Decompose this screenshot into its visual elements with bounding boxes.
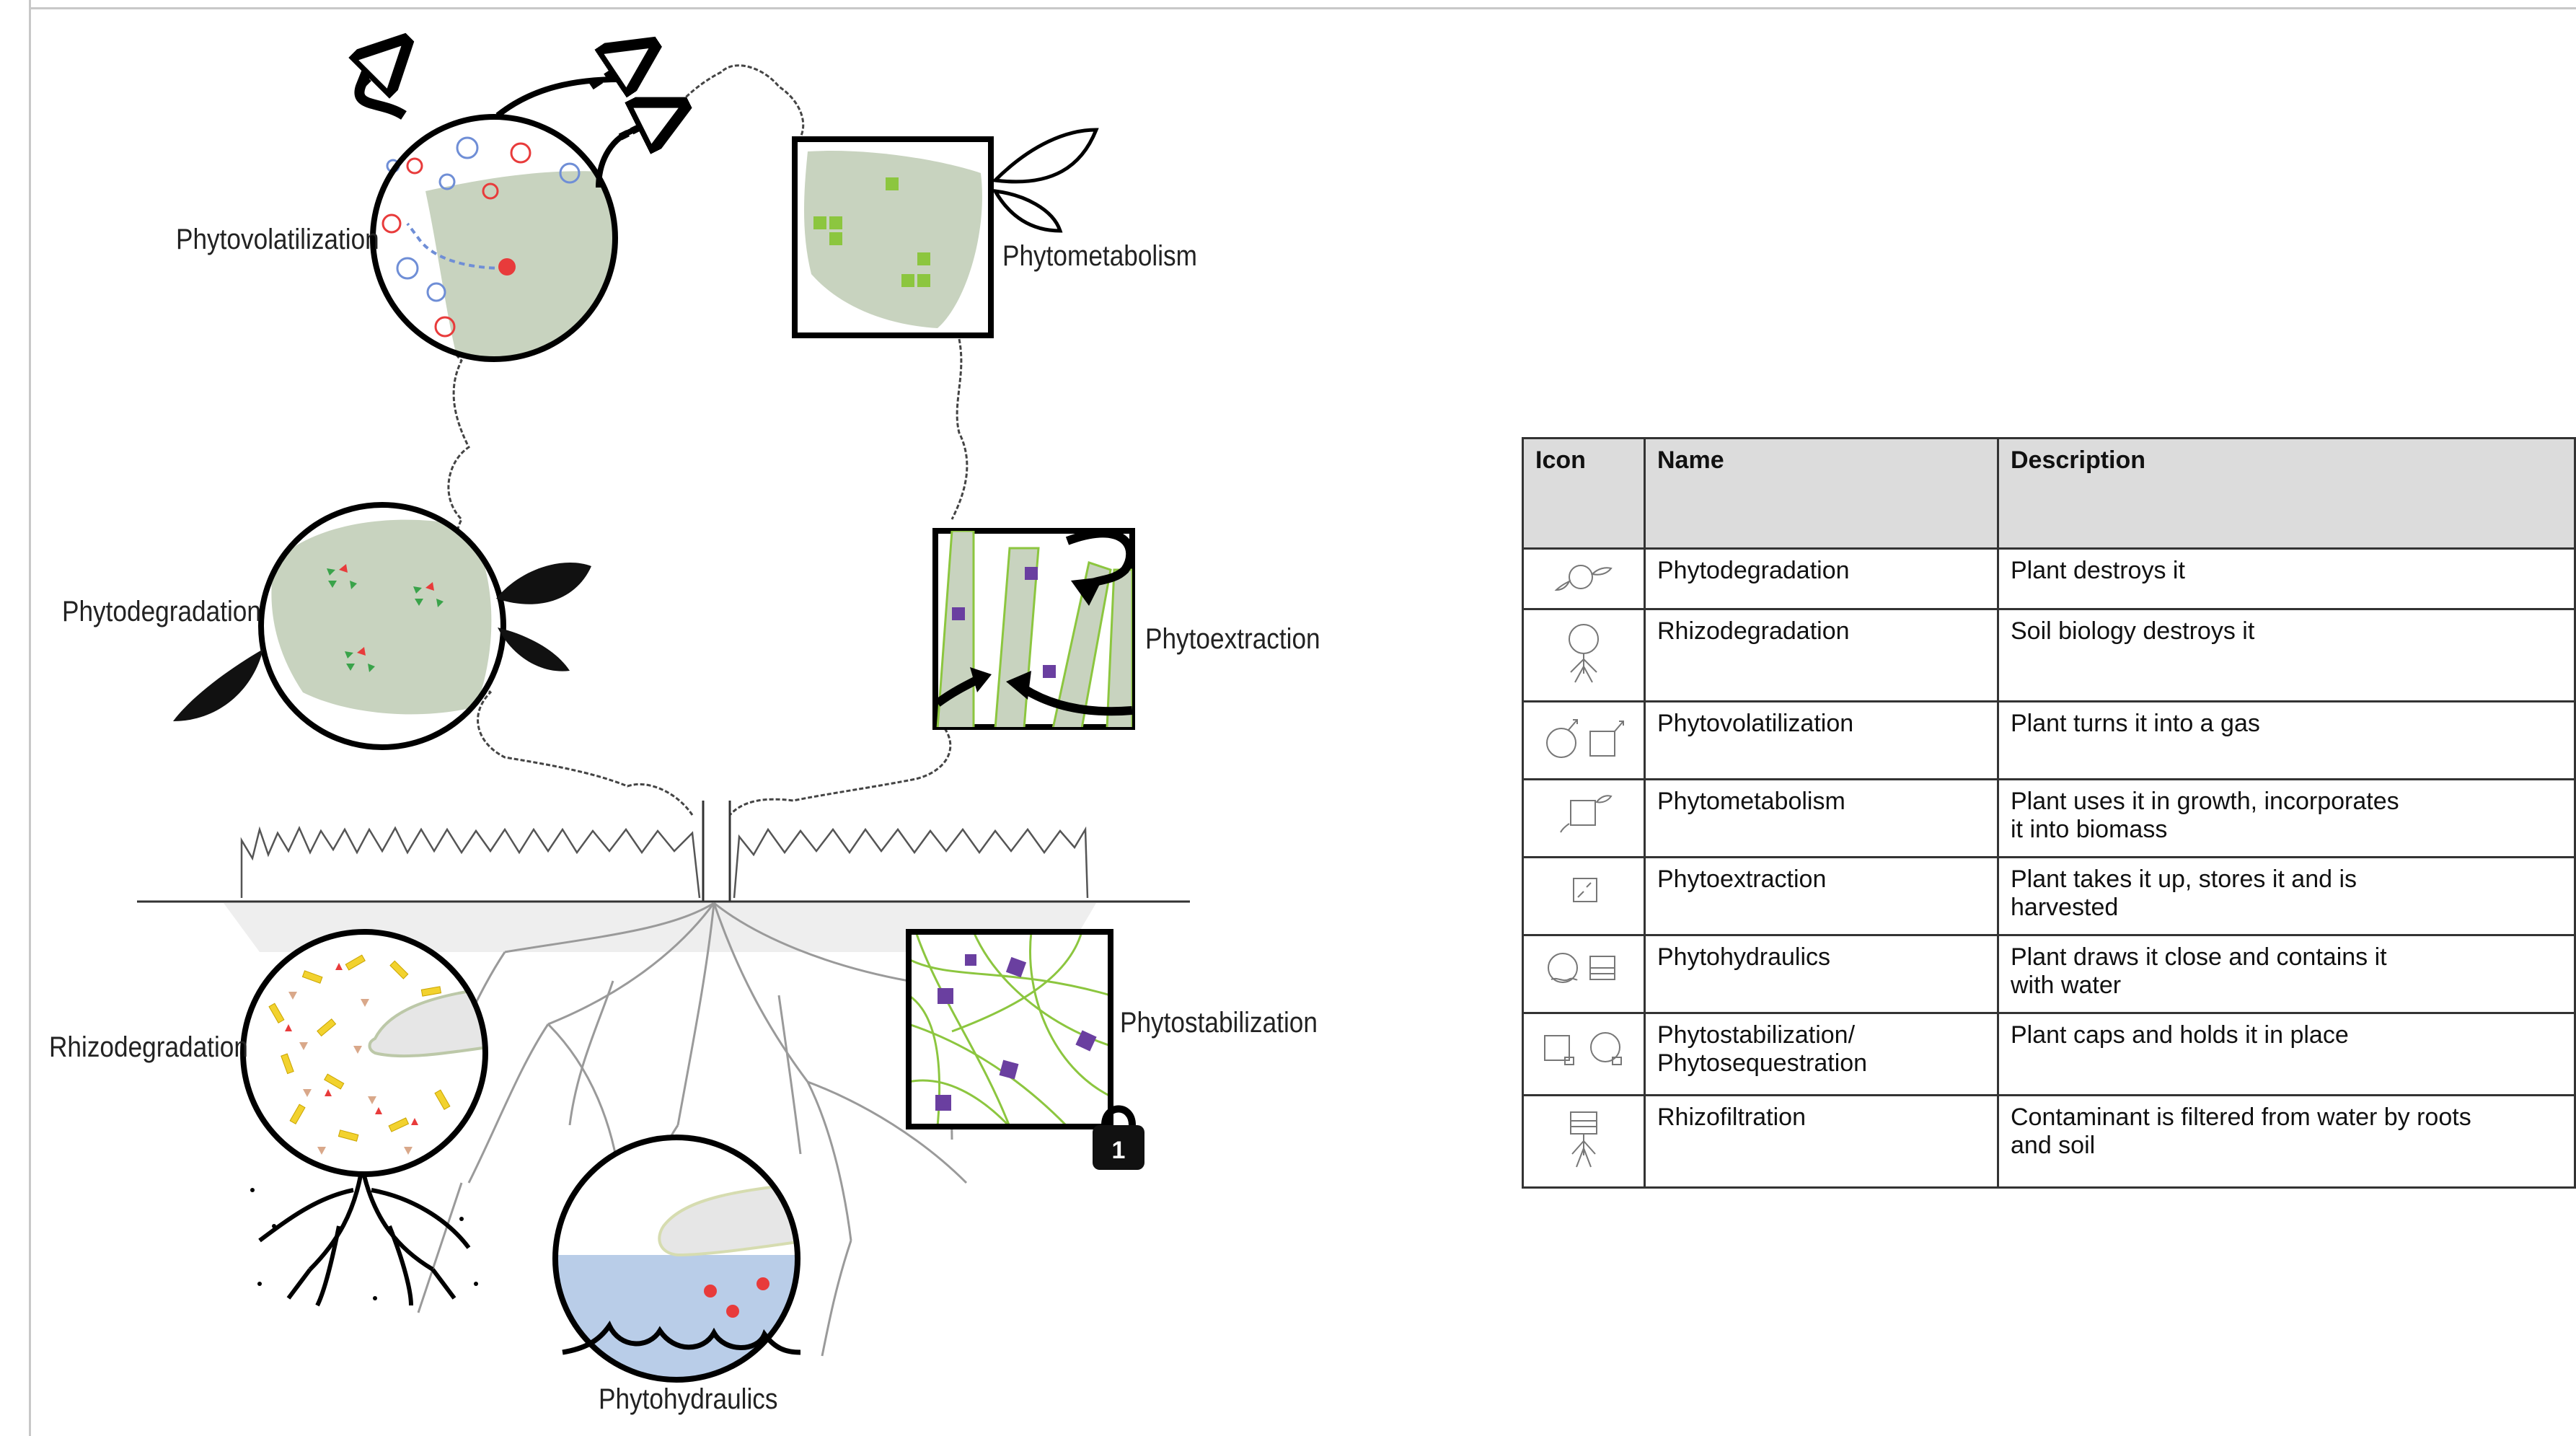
- process-description: Plant draws it close and contains it wit…: [2011, 943, 2387, 999]
- phytoremediation-diagram: 1: [137, 0, 1190, 1383]
- process-description: Plant caps and holds it in place: [2011, 1021, 2349, 1049]
- phytoextraction-illustration: [932, 528, 1135, 730]
- phytovolatilization-icon: [1546, 719, 1624, 758]
- phytohydraulics-illustration: [552, 1135, 801, 1383]
- top-border: [29, 7, 2576, 9]
- process-description: Plant takes it up, stores it and is harv…: [2011, 865, 2357, 921]
- phytoextraction-icon: [1573, 878, 1597, 902]
- table-row: Rhizofiltration Contaminant is filtered …: [1522, 1094, 2576, 1189]
- label-phytodegradation: Phytodegradation: [62, 596, 261, 627]
- phytometabolism-illustration: [792, 128, 1099, 338]
- label-phytovolatilization: Phytovolatilization: [176, 224, 379, 255]
- header-icon: Icon: [1522, 437, 1646, 550]
- rhizofiltration-icon: [1570, 1111, 1597, 1168]
- label-phytoextraction: Phytoextraction: [1145, 623, 1320, 655]
- phytometabolism-icon: [1560, 795, 1613, 833]
- rhizodegradation-illustration: [240, 929, 488, 1307]
- soil-shading: [224, 903, 1096, 952]
- process-name: Phytovolatilization: [1657, 710, 1854, 737]
- label-phytostabilization: Phytostabilization: [1120, 1007, 1318, 1039]
- process-name: Phytoextraction: [1657, 865, 1827, 893]
- process-name: Rhizodegradation: [1657, 617, 1850, 645]
- table-row: Phytohydraulics Plant draws it close and…: [1522, 934, 2576, 1014]
- process-description: Plant turns it into a gas: [2011, 710, 2260, 737]
- label-rhizodegradation: Rhizodegradation: [49, 1031, 248, 1063]
- svg-text:1: 1: [1112, 1137, 1126, 1164]
- tree-trunk: [702, 801, 731, 902]
- header-name: Name: [1644, 437, 1999, 550]
- phytodegradation-illustration: [173, 502, 591, 750]
- table-row: Phytometabolism Plant uses it in growth,…: [1522, 778, 2576, 858]
- process-description: Soil biology destroys it: [2011, 617, 2255, 645]
- table-row: Rhizodegradation Soil biology destroys i…: [1522, 608, 2576, 702]
- table-row: Phytostabilization/ Phytosequestration P…: [1522, 1012, 2576, 1096]
- process-name: Phytostabilization/ Phytosequestration: [1657, 1021, 1868, 1077]
- grass-right: [733, 826, 1089, 899]
- process-name: Phytodegradation: [1657, 557, 1850, 584]
- grass-left: [240, 825, 701, 899]
- phytohydraulics-icon: [1548, 953, 1615, 983]
- process-description: Plant uses it in growth, incorporates it…: [2011, 788, 2399, 843]
- header-description: Description: [1997, 437, 2576, 550]
- rhizodegradation-icon: [1569, 624, 1599, 683]
- phytovolatilization-illustration: [359, 58, 663, 362]
- process-legend-table: Icon Name Description Phytodegradation P…: [1522, 437, 2576, 1189]
- process-name: Phytometabolism: [1657, 788, 1845, 815]
- phytodegradation-icon: [1554, 565, 1613, 591]
- table-header-row: Icon Name Description: [1522, 437, 2576, 550]
- process-description: Contaminant is filtered from water by ro…: [2011, 1104, 2471, 1159]
- label-phytometabolism: Phytometabolism: [1002, 240, 1197, 272]
- process-name: Rhizofiltration: [1657, 1104, 1806, 1131]
- process-name: Phytohydraulics: [1657, 943, 1831, 971]
- phytostabilization-illustration: 1: [906, 929, 1144, 1170]
- label-phytohydraulics: Phytohydraulics: [599, 1383, 778, 1415]
- table-row: Phytovolatilization Plant turns it into …: [1522, 700, 2576, 780]
- left-border: [29, 0, 31, 1436]
- table-row: Phytodegradation Plant destroys it: [1522, 547, 2576, 610]
- phytostabilization-icon: [1544, 1032, 1622, 1065]
- table-row: Phytoextraction Plant takes it up, store…: [1522, 856, 2576, 936]
- process-description: Plant destroys it: [2011, 557, 2185, 584]
